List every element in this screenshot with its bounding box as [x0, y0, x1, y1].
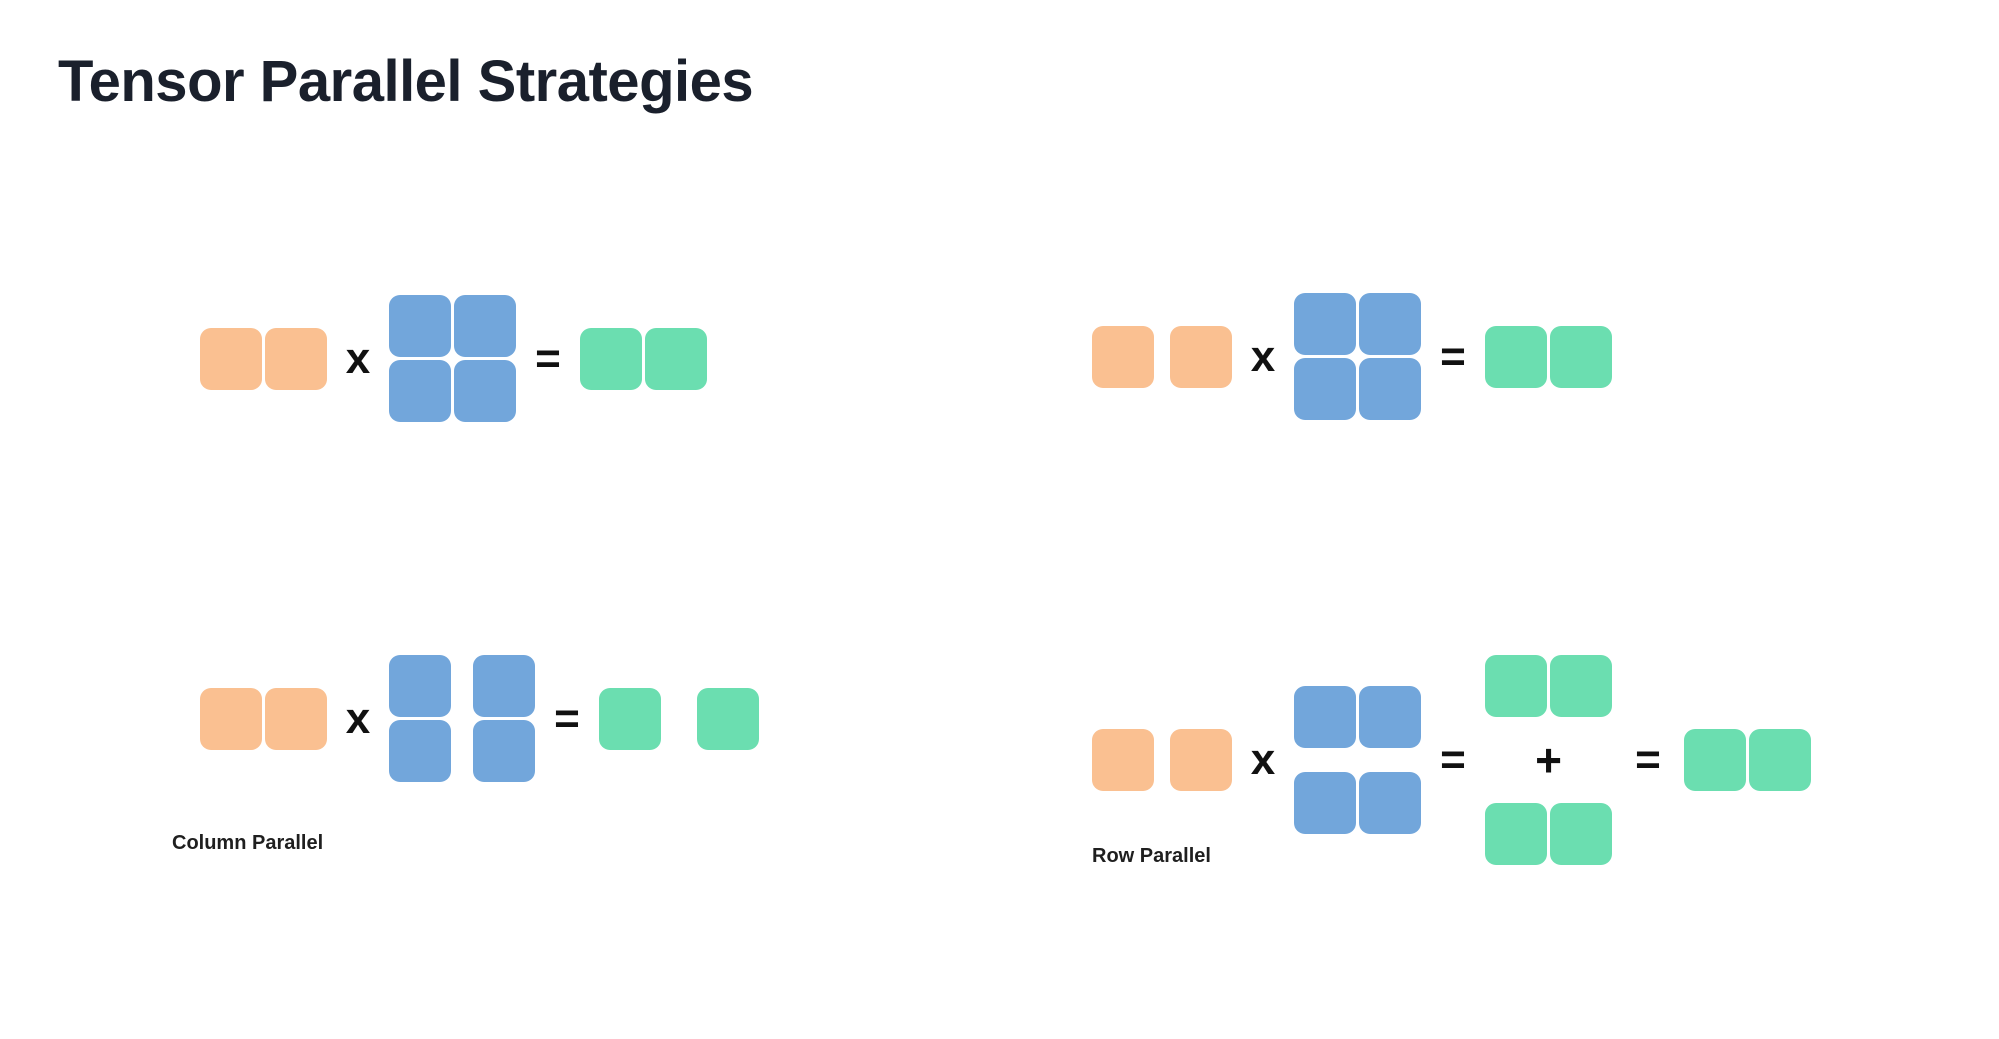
- weight-matrix-blue-row-split: [1294, 686, 1421, 834]
- equals-operator: =: [1440, 331, 1466, 381]
- matrix-cell: [697, 687, 759, 750]
- output-matrix-green-reduced: [1684, 729, 1811, 791]
- equals-operator-final: =: [1635, 735, 1661, 784]
- input-matrix-orange: [200, 687, 327, 750]
- plus-operator: +: [1535, 734, 1562, 786]
- diagram-row-parallel-unsharded: x =: [1092, 293, 1612, 420]
- matrix-cell: [645, 327, 707, 390]
- multiply-operator: x: [345, 333, 371, 383]
- matrix-cell: [473, 720, 535, 782]
- diagram-column-parallel-sharded: x =: [200, 655, 759, 782]
- equals-operator: =: [1440, 735, 1466, 784]
- equation-row: x = + =: [1092, 655, 1811, 865]
- matrix-cell: [599, 687, 661, 750]
- equation-row: x =: [1092, 293, 1612, 420]
- input-matrix-orange: [200, 327, 327, 390]
- equals-operator: =: [535, 333, 561, 383]
- partial-output-matrix-green: [1485, 803, 1612, 865]
- matrix-cell: [389, 360, 451, 422]
- matrix-cell: [473, 655, 535, 717]
- matrix-cell: [1294, 358, 1356, 420]
- partial-outputs-group: +: [1485, 655, 1612, 865]
- matrix-cell: [1294, 293, 1356, 355]
- matrix-cell: [389, 295, 451, 357]
- output-matrix-green: [1485, 325, 1612, 388]
- matrix-cell: [200, 687, 262, 750]
- input-matrix-orange: [1092, 729, 1232, 791]
- matrix-cell: [1550, 655, 1612, 717]
- equation-row: x =: [200, 655, 759, 782]
- equals-operator: =: [554, 693, 580, 743]
- input-matrix-orange: [1092, 325, 1232, 388]
- matrix-cell: [265, 687, 327, 750]
- multiply-operator: x: [1250, 331, 1276, 381]
- matrix-cell: [1170, 325, 1232, 388]
- matrix-cell: [389, 720, 451, 782]
- matrix-cell: [1092, 729, 1154, 791]
- multiply-operator: x: [345, 693, 371, 743]
- matrix-cell: [1359, 293, 1421, 355]
- matrix-cell: [265, 327, 327, 390]
- matrix-cell: [1359, 358, 1421, 420]
- matrix-cell: [1485, 325, 1547, 388]
- diagram-column-parallel-unsharded: x =: [200, 295, 707, 422]
- weight-matrix-blue: [389, 295, 516, 422]
- matrix-cell: [1485, 655, 1547, 717]
- matrix-cell: [1550, 325, 1612, 388]
- matrix-cell: [200, 327, 262, 390]
- matrix-cell: [454, 360, 516, 422]
- matrix-cell: [1092, 325, 1154, 388]
- matrix-cell: [1359, 772, 1421, 834]
- matrix-cell: [1294, 686, 1356, 748]
- matrix-cell: [389, 655, 451, 717]
- partial-output-matrix-green: [1485, 655, 1612, 717]
- output-matrix-green-column-split: [599, 687, 759, 750]
- weight-matrix-blue: [1294, 293, 1421, 420]
- matrix-cell: [1684, 729, 1746, 791]
- matrix-cell: [1170, 729, 1232, 791]
- multiply-operator: x: [1250, 735, 1276, 784]
- matrix-cell: [1294, 772, 1356, 834]
- matrix-cell: [1485, 803, 1547, 865]
- matrix-cell: [454, 295, 516, 357]
- page-title: Tensor Parallel Strategies: [58, 49, 754, 114]
- output-matrix-green: [580, 327, 707, 390]
- matrix-cell: [1749, 729, 1811, 791]
- matrix-cell: [1359, 686, 1421, 748]
- matrix-cell: [1550, 803, 1612, 865]
- diagram-row-parallel-sharded: x = + =: [1092, 655, 1811, 865]
- section-caption-column-parallel: Column Parallel: [172, 832, 324, 854]
- equation-row: x =: [200, 295, 707, 422]
- matrix-cell: [580, 327, 642, 390]
- section-caption-row-parallel: Row Parallel: [1092, 845, 1211, 867]
- weight-matrix-blue-column-split: [389, 655, 535, 782]
